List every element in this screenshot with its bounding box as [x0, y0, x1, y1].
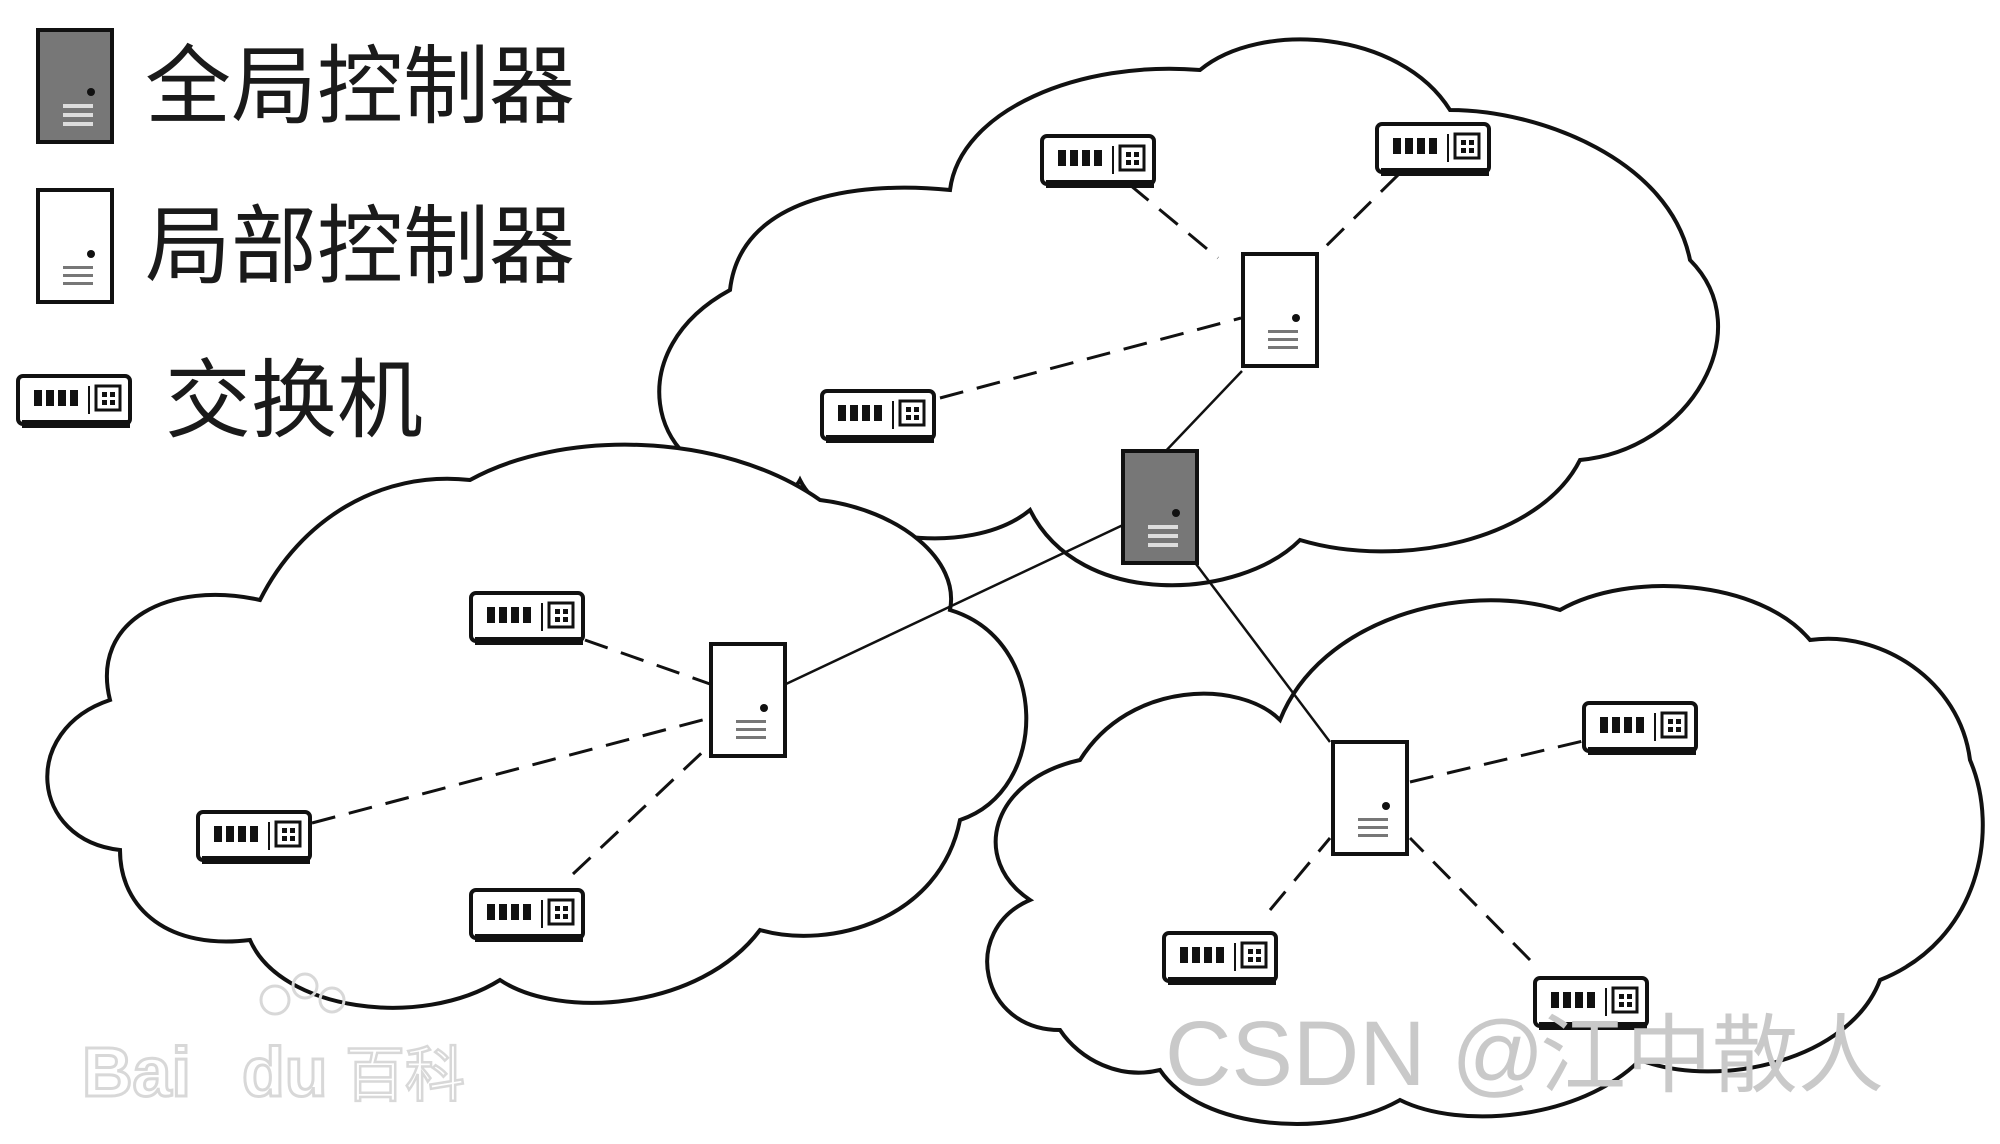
- link-top-switch-2: [1316, 173, 1400, 256]
- link-right-switch-2: [1268, 837, 1332, 911]
- baidu-watermark-text: Bai: [82, 1033, 191, 1111]
- switch-top-3-icon: [820, 389, 936, 445]
- legend-local-controller-label: 局部控制器: [145, 197, 575, 297]
- link-left-switch-2: [311, 716, 711, 825]
- legend-global-controller-label: 全局控制器: [145, 37, 575, 137]
- switch-left-1-icon: [469, 591, 585, 647]
- global-controller-icon: [1121, 449, 1199, 565]
- cloud-right: [985, 584, 1985, 1126]
- switch-right-1-icon: [1582, 701, 1698, 757]
- csdn-watermark-author: 江中散人: [1540, 1006, 1884, 1106]
- link-global-right-local: [1192, 559, 1331, 743]
- baidu-watermark-paw: du: [242, 1033, 328, 1111]
- local-controller-left-icon: [709, 642, 787, 758]
- baidu-watermark-cn: 百科: [345, 1041, 465, 1111]
- switch-top-1-icon: [1040, 134, 1156, 190]
- legend-switch-icon: [16, 374, 132, 430]
- link-global-left-local: [785, 523, 1124, 686]
- baidu-watermark-logo: Bai du 百科: [81, 972, 466, 1113]
- local-controller-top-icon: [1241, 252, 1319, 368]
- legend-global-controller-icon: [36, 28, 114, 144]
- link-right-switch-1: [1409, 739, 1584, 784]
- csdn-watermark-text: CSDN @: [1165, 1003, 1545, 1105]
- switch-right-2-icon: [1162, 931, 1278, 987]
- link-left-switch-3: [571, 743, 712, 876]
- link-top-switch-1: [1129, 183, 1219, 260]
- local-controller-right-icon: [1331, 740, 1409, 856]
- link-right-switch-3: [1408, 836, 1532, 962]
- legend-local-controller-icon: [36, 188, 114, 304]
- link-global-top-local: [1161, 370, 1243, 456]
- switch-top-2-icon: [1375, 122, 1491, 178]
- legend-switch-label: 交换机: [165, 351, 423, 451]
- switch-left-2-icon: [196, 810, 312, 866]
- link-left-switch-1: [584, 638, 711, 686]
- cloud-left: [45, 442, 1029, 1010]
- link-top-switch-3: [939, 316, 1242, 400]
- switch-left-3-icon: [469, 888, 585, 944]
